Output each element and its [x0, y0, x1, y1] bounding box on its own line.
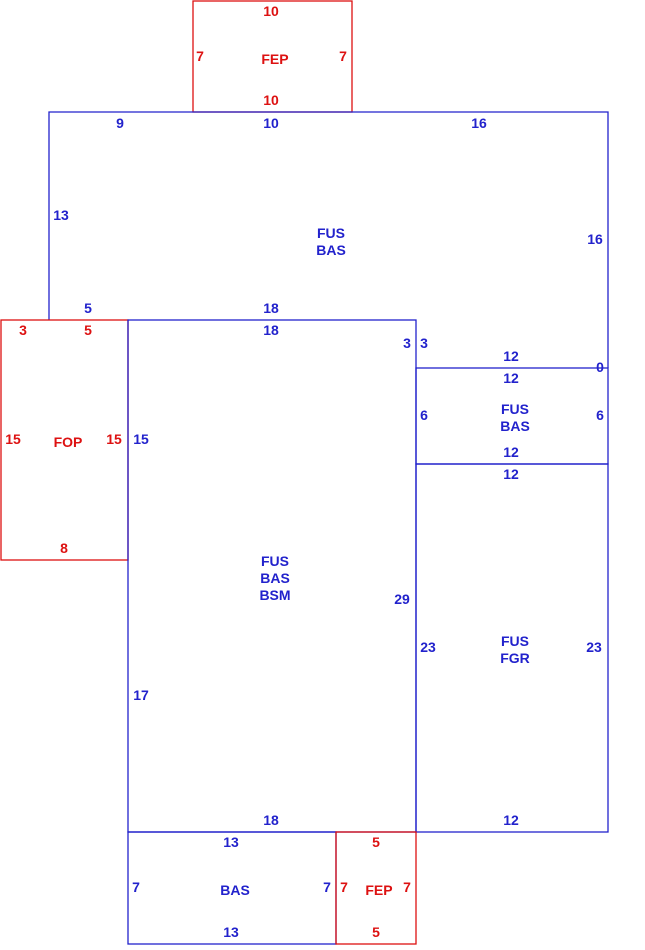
main-upper-dim-top-c: 16: [471, 115, 487, 131]
fep-top-dim-bottom: 10: [263, 92, 279, 108]
main-upper-dim-top-a: 9: [116, 115, 124, 131]
center-dim-bottom: 18: [263, 812, 279, 828]
fep-bottom-dim-left: 7: [340, 879, 348, 895]
main-upper-dim-left: 13: [53, 207, 69, 223]
right-small-dim-zero: 0: [596, 359, 604, 375]
garage-label-1: FUS: [501, 633, 529, 649]
fop-dim-left: 15: [5, 431, 21, 447]
bas-bottom-dim-right: 7: [323, 879, 331, 895]
center-dim-right: 29: [394, 591, 410, 607]
right-small-dim-top: 12: [503, 370, 519, 386]
garage-dim-right: 23: [586, 639, 602, 655]
fep-bottom-outline: [335, 831, 417, 945]
garage-label-2: FGR: [500, 650, 530, 666]
right-small-dim-step: 3: [420, 335, 428, 351]
fep-bottom-dim-bottom: 5: [372, 924, 380, 940]
right-small-label-1: FUS: [501, 401, 529, 417]
right-small-dim-left: 6: [420, 407, 428, 423]
main-upper-dim-bottom-left: 5: [84, 300, 92, 316]
center-dim-top: 18: [263, 322, 279, 338]
garage-dim-bottom: 12: [503, 812, 519, 828]
right-small-dim-right: 6: [596, 407, 604, 423]
fep-top-dim-left: 7: [196, 48, 204, 64]
main-upper-outline: [48, 111, 609, 368]
fop-label: FOP: [54, 434, 83, 450]
fop-dim-right: 15: [106, 431, 122, 447]
garage-outline: [415, 463, 609, 833]
main-upper-label-1: FUS: [317, 225, 345, 241]
center-label-1: FUS: [261, 553, 289, 569]
center-dim-left-lower: 17: [133, 687, 149, 703]
bas-bottom-dim-top: 13: [223, 834, 239, 850]
fep-top-dim-right: 7: [339, 48, 347, 64]
fep-bottom-dim-top: 5: [372, 834, 380, 850]
garage-dim-top: 12: [503, 466, 519, 482]
fop-dim-top-a: 3: [19, 322, 27, 338]
bas-bottom-dim-bottom: 13: [223, 924, 239, 940]
main-upper-dim-bottom-mid: 18: [263, 300, 279, 316]
fep-bottom-dim-right: 7: [403, 879, 411, 895]
center-dim-left-upper: 15: [133, 431, 149, 447]
main-upper-dim-right: 16: [587, 231, 603, 247]
right-small-dim-bottom: 12: [503, 444, 519, 460]
bas-bottom-dim-left: 7: [132, 879, 140, 895]
center-dim-right-step: 3: [403, 335, 411, 351]
fop-dim-top-b: 5: [84, 322, 92, 338]
fep-top-dim-top: 10: [263, 3, 279, 19]
fep-top-label: FEP: [261, 51, 288, 67]
right-small-dim-top-outer: 12: [503, 348, 519, 364]
bas-bottom-label: BAS: [220, 882, 250, 898]
main-upper-dim-top-b: 10: [263, 115, 279, 131]
center-label-3: BSM: [259, 587, 290, 603]
center-label-2: BAS: [260, 570, 290, 586]
fop-dim-bottom: 8: [60, 540, 68, 556]
fep-bottom-label: FEP: [365, 882, 392, 898]
garage-dim-left: 23: [420, 639, 436, 655]
main-upper-label-2: BAS: [316, 242, 346, 258]
right-small-label-2: BAS: [500, 418, 530, 434]
